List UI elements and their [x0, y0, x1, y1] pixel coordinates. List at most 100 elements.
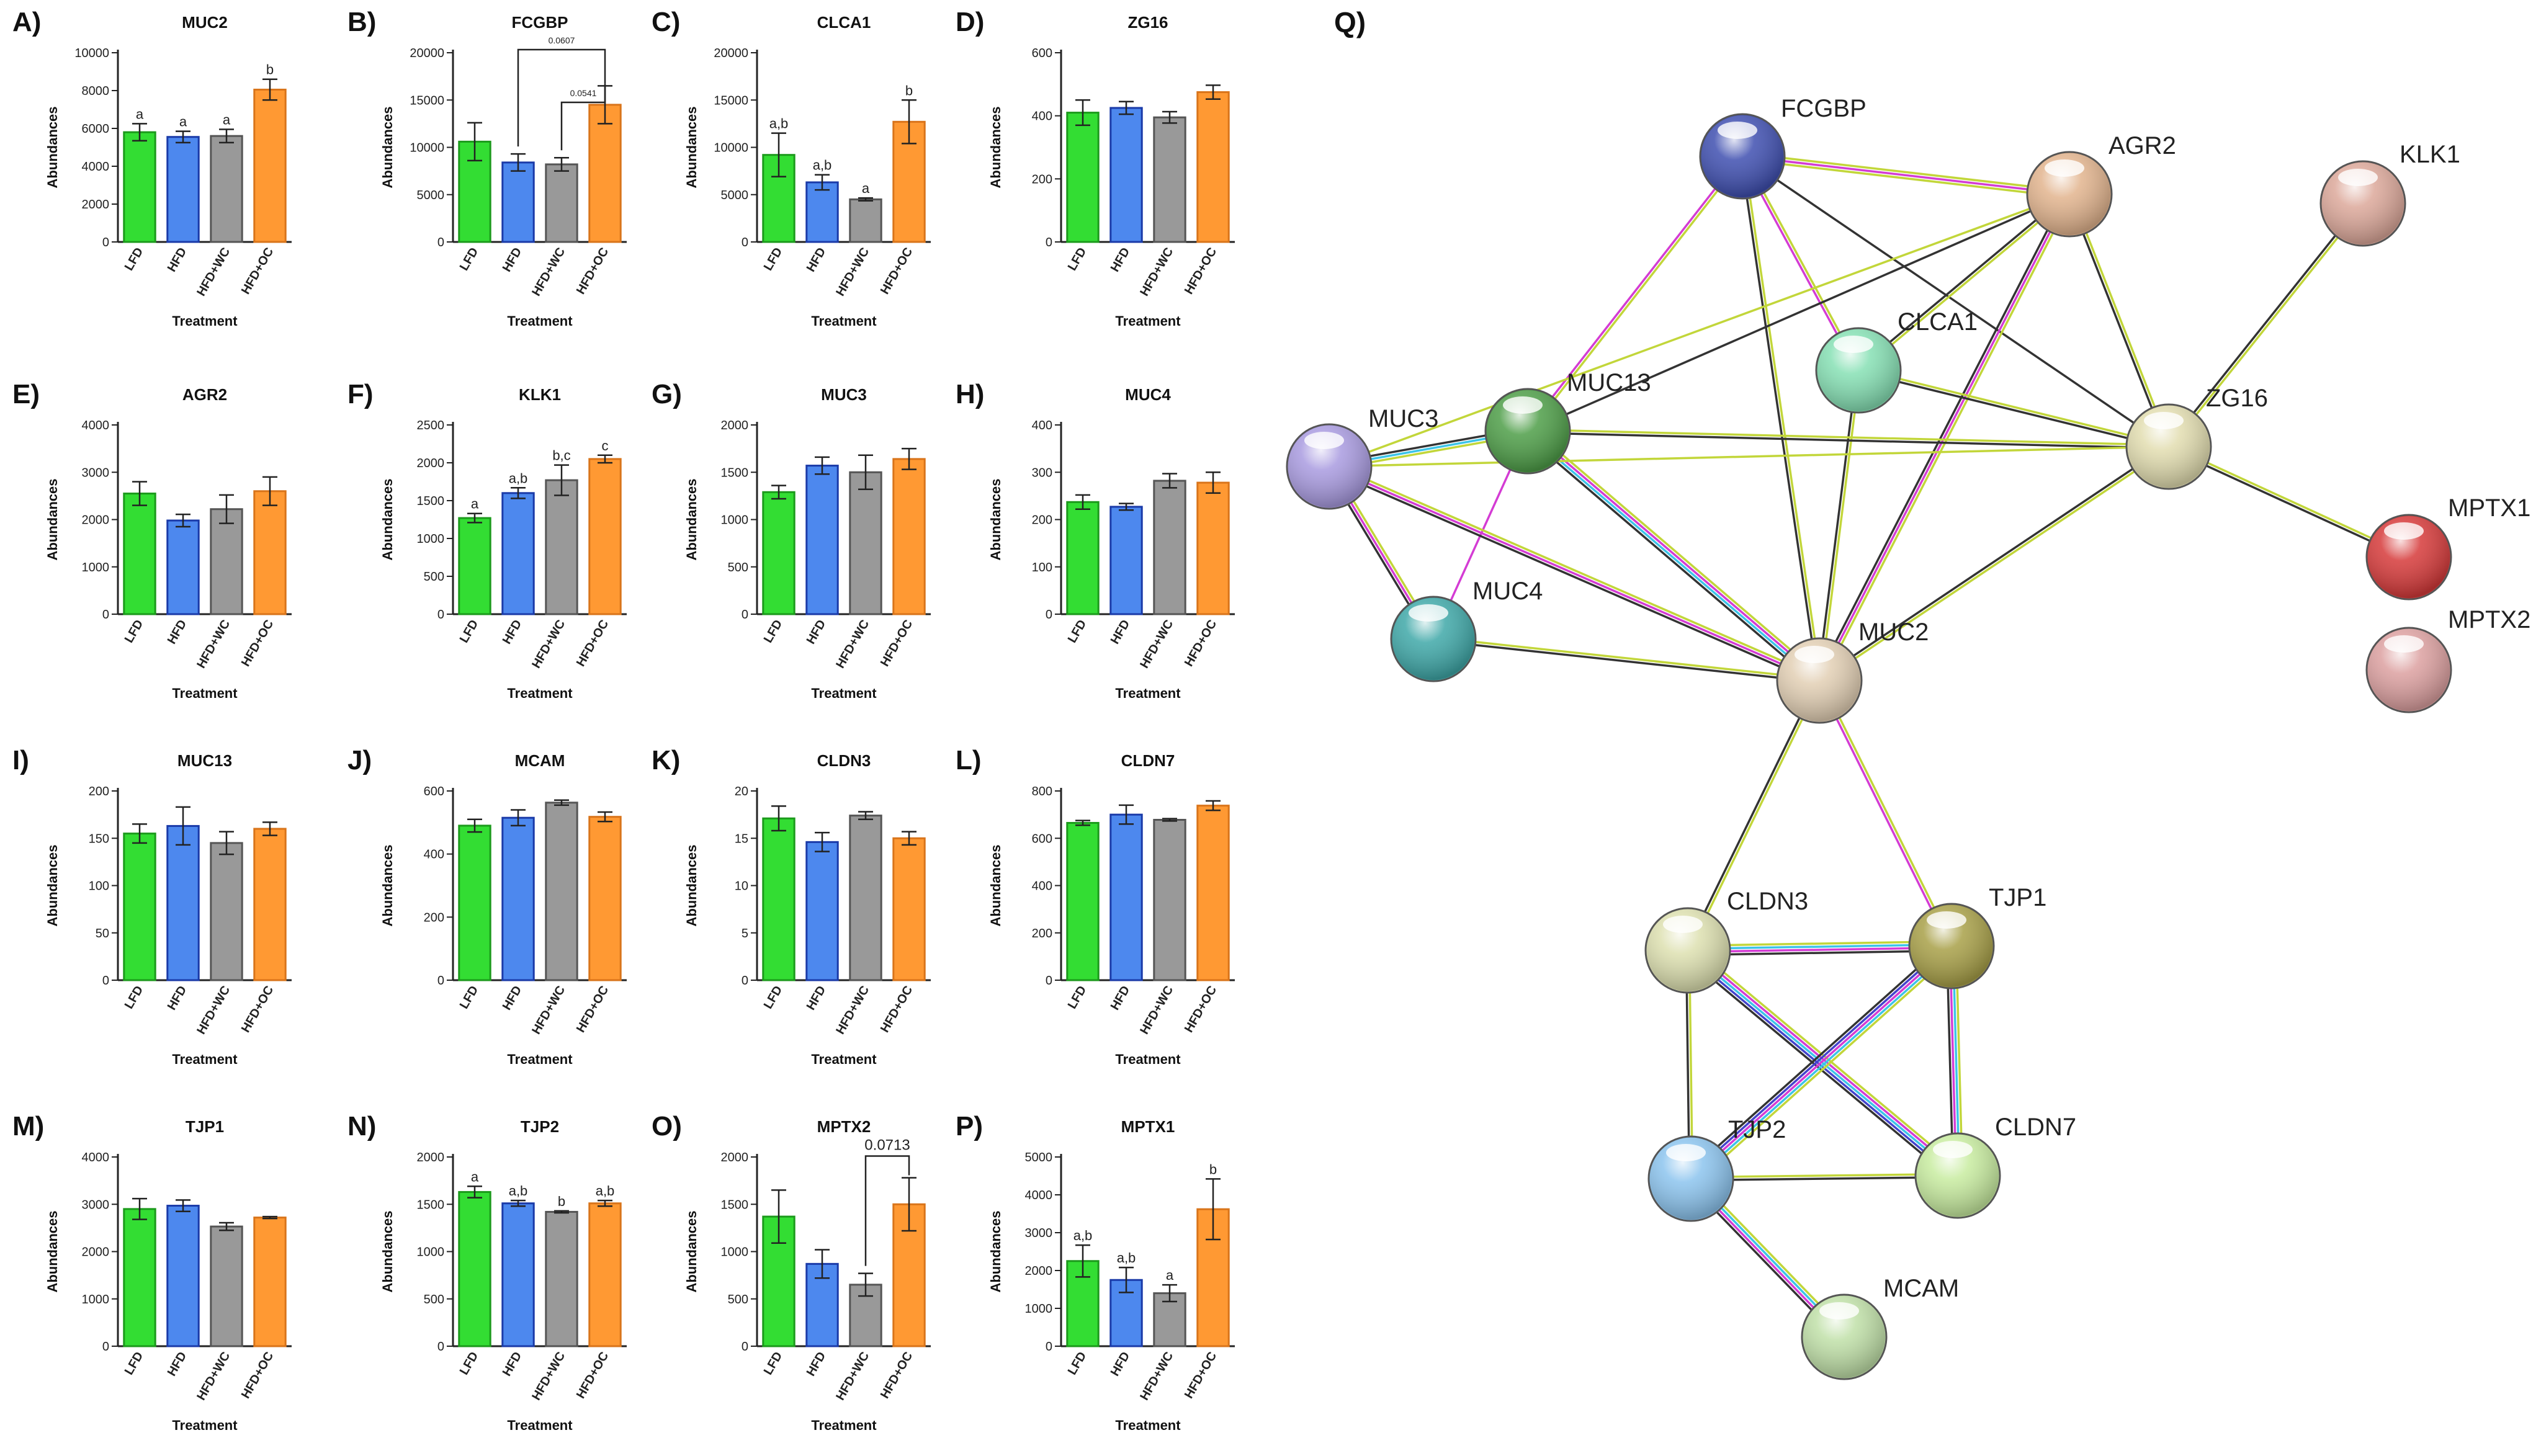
node-muc13: MUC13 — [1484, 369, 1651, 475]
bar — [892, 458, 926, 615]
x-axis-label: Treatment — [172, 313, 238, 329]
y-axis-label: Abundances — [988, 106, 1003, 188]
y-tick-label: 1500 — [417, 1198, 445, 1212]
edge-line — [1819, 447, 2171, 683]
bar — [892, 837, 926, 981]
y-tick-label: 0 — [742, 974, 748, 988]
chart-title: ZG16 — [1127, 13, 1168, 32]
node-label: FCGBP — [1781, 95, 1867, 122]
bar — [588, 1202, 622, 1347]
significance-bracket — [517, 48, 606, 147]
x-tick-label: HFD+WC — [529, 1350, 568, 1403]
significance-letter: a,b — [769, 116, 789, 132]
edge-line — [2067, 194, 2169, 448]
y-tick-label: 1000 — [82, 1293, 110, 1306]
edge-line — [1858, 194, 2071, 373]
significance-letter: b,c — [552, 448, 570, 463]
chart-title: MUC13 — [177, 751, 232, 770]
edge-muc2-tjp1 — [1817, 679, 1954, 947]
node-cldn7: CLDN7 — [1914, 1114, 2076, 1219]
edge-klk1-zg16 — [2166, 202, 2365, 449]
node-shading — [2368, 516, 2450, 598]
x-axis-label: Treatment — [507, 1418, 573, 1433]
x-tick-label: HFD — [165, 618, 190, 647]
chart-title: MPTX2 — [817, 1117, 871, 1136]
bar — [166, 1205, 200, 1347]
y-tick-label: 10000 — [74, 47, 109, 60]
edge-line — [1817, 681, 1952, 947]
edge-muc2-cldn3 — [1685, 679, 1822, 952]
significance-letter: a — [223, 112, 231, 128]
node-agr2: AGR2 — [2026, 132, 2176, 238]
x-tick-label: HFD+WC — [194, 984, 233, 1037]
edge-line — [2069, 193, 2171, 447]
edge-muc4-muc2 — [1433, 636, 1820, 684]
panel-letter: M) — [12, 1111, 44, 1141]
node-shading — [1917, 1135, 1999, 1217]
y-tick-label: 0 — [102, 1340, 109, 1354]
x-tick-label: LFD — [1065, 246, 1089, 274]
edge-line — [1526, 431, 1819, 683]
edge-line — [1528, 429, 1821, 681]
significance-letter: a — [136, 106, 144, 122]
x-tick-label: HFD — [165, 984, 190, 1013]
x-tick-label: LFD — [122, 1350, 146, 1378]
x-tick-label: HFD — [1108, 618, 1133, 647]
node-highlight — [1666, 1144, 1706, 1161]
panel-letter: D) — [956, 7, 984, 37]
significance-letter: a,b — [509, 1183, 528, 1199]
y-axis-label: Abundances — [684, 1210, 699, 1292]
panel-letter: C) — [652, 7, 680, 37]
y-tick-label: 4000 — [82, 1151, 110, 1164]
x-axis-label: Treatment — [1115, 1052, 1181, 1067]
node-highlight — [1409, 604, 1448, 622]
edge-line — [1742, 155, 2169, 448]
edge-line — [1742, 158, 2069, 199]
x-tick-label: HFD+WC — [194, 246, 233, 299]
edge-line — [1691, 1176, 1958, 1182]
significance-letter: a — [471, 1169, 479, 1184]
y-tick-label: 3000 — [82, 1198, 110, 1212]
node-shading — [1803, 1296, 1885, 1378]
node-label: MUC13 — [1567, 369, 1651, 396]
x-tick-label: HFD — [804, 246, 829, 275]
bar — [1066, 112, 1100, 243]
x-tick-label: HFD — [500, 1350, 525, 1379]
node-label: MUC2 — [1858, 619, 1929, 646]
edge-line — [1688, 942, 1950, 1177]
x-tick-label: HFD — [1108, 1350, 1133, 1379]
node-shading — [1701, 115, 1783, 197]
x-tick-label: LFD — [122, 246, 146, 274]
panel-letter: O) — [652, 1111, 682, 1141]
x-tick-label: HFD+OC — [878, 618, 915, 669]
y-axis-label: Abundances — [988, 478, 1003, 560]
y-tick-label: 6000 — [82, 122, 110, 136]
edge-zg16-muc2 — [1817, 444, 2171, 683]
edge-line — [1330, 462, 1821, 679]
chart-title: MPTX1 — [1121, 1117, 1175, 1136]
x-tick-label: LFD — [457, 984, 481, 1012]
bar — [588, 104, 622, 243]
y-axis-label: Abundances — [380, 106, 395, 188]
y-tick-label: 5000 — [417, 189, 445, 202]
chart-title: CLDN7 — [1121, 751, 1175, 770]
bar — [123, 131, 156, 243]
y-axis-label: Abundances — [380, 1210, 395, 1292]
y-tick-label: 200 — [1032, 927, 1052, 940]
y-tick-label: 8000 — [82, 84, 110, 98]
y-tick-label: 20 — [735, 785, 748, 798]
node-shading — [1392, 598, 1474, 680]
y-tick-label: 15 — [735, 832, 748, 846]
node-clca1: CLCA1 — [1815, 308, 1978, 414]
y-tick-label: 2000 — [417, 457, 445, 470]
edge-line — [1685, 679, 1819, 950]
y-tick-label: 200 — [1032, 514, 1052, 527]
y-axis-label: Abundances — [45, 1210, 60, 1292]
y-tick-label: 15000 — [410, 94, 444, 107]
bar — [1066, 821, 1100, 981]
bar — [545, 1210, 578, 1347]
node-highlight — [1304, 432, 1344, 449]
